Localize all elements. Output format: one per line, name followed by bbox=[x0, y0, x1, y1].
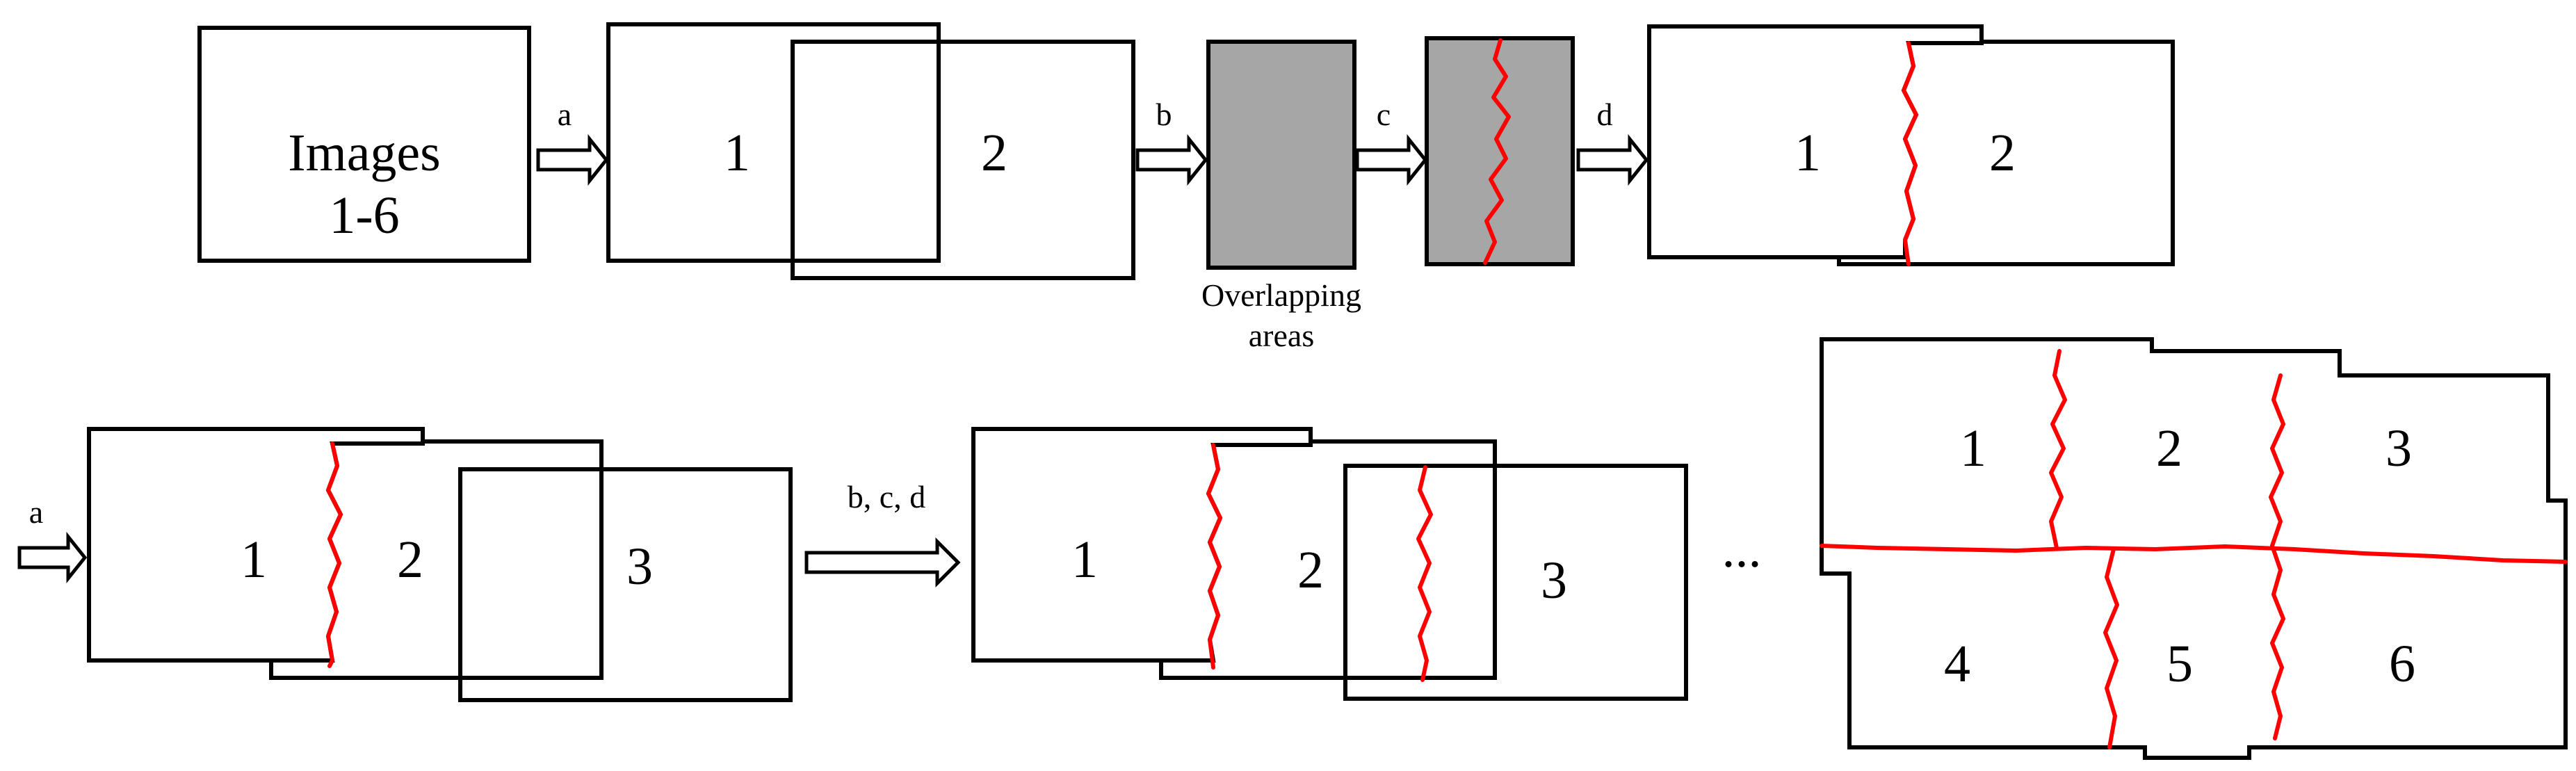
seam-line bbox=[1902, 41, 1918, 266]
arrow-right-icon bbox=[1135, 133, 1208, 186]
seam-line bbox=[2049, 349, 2067, 550]
tile-label-1: 1 bbox=[1960, 419, 1986, 478]
images-input-box: Images 1-6 bbox=[197, 26, 531, 263]
tile-label-3: 3 bbox=[1541, 551, 1567, 610]
step-label-d: d bbox=[1597, 97, 1613, 132]
stitched-frame-3 bbox=[1343, 464, 1688, 701]
tile-label-2: 2 bbox=[1297, 541, 1324, 599]
tile-label-3: 3 bbox=[2385, 419, 2412, 478]
image-frame-3 bbox=[458, 467, 793, 702]
arrow-right-icon bbox=[536, 133, 609, 186]
tile-label-6: 6 bbox=[2389, 635, 2415, 693]
six-image-mosaic: 1 2 3 4 5 6 bbox=[1820, 337, 2568, 760]
step-label-a-bottom: a bbox=[29, 494, 43, 530]
seam-line bbox=[1483, 38, 1511, 265]
seam-line bbox=[2103, 547, 2119, 749]
overlap-caption-line2: areas bbox=[1249, 318, 1314, 353]
overlap-pair-images: 1 2 bbox=[606, 22, 1135, 280]
tile-label-1: 1 bbox=[724, 124, 750, 182]
stitched-frame-1 bbox=[971, 427, 1313, 663]
images-box-line1: Images bbox=[288, 124, 440, 182]
tile-label-1: 1 bbox=[1071, 530, 1098, 589]
stitched-pair: 1 2 bbox=[1647, 24, 2175, 266]
tile-label-4: 4 bbox=[1944, 635, 1970, 693]
tile-label-1: 1 bbox=[241, 530, 267, 589]
ellipsis: ... bbox=[1722, 520, 1762, 578]
step-label-c: c bbox=[1377, 97, 1391, 132]
horizontal-seam bbox=[1820, 544, 2568, 564]
image-frame-1 bbox=[606, 22, 941, 263]
tile-label-1: 1 bbox=[1795, 124, 1821, 182]
seam-line bbox=[1206, 443, 1222, 669]
tile-label-3: 3 bbox=[626, 537, 653, 596]
images-box-line2: 1-6 bbox=[329, 186, 399, 245]
three-image-stitched: 1 2 3 bbox=[971, 427, 1688, 701]
arrow-right-icon bbox=[1576, 133, 1649, 186]
arrow-right-icon bbox=[1355, 133, 1428, 186]
step-label-bcd: b, c, d bbox=[848, 479, 925, 514]
tile-label-2: 2 bbox=[397, 530, 423, 589]
tile-label-2: 2 bbox=[1989, 124, 2016, 182]
tile-label-5: 5 bbox=[2166, 635, 2193, 693]
overlap-area-seam-box bbox=[1425, 36, 1575, 266]
arrow-right-icon bbox=[17, 531, 88, 584]
seam-line bbox=[1416, 465, 1433, 682]
three-image-overlap: 1 2 3 bbox=[87, 427, 793, 702]
overlap-area-with-seam bbox=[1425, 36, 1575, 266]
tile-label-2: 2 bbox=[981, 124, 1007, 182]
seam-line bbox=[2269, 373, 2285, 740]
tile-label-2: 2 bbox=[2156, 419, 2182, 478]
step-label-b: b bbox=[1156, 97, 1172, 132]
step-label-a-top: a bbox=[558, 97, 572, 132]
images-box-frame bbox=[197, 26, 531, 263]
arrow-right-icon bbox=[804, 537, 961, 588]
overlap-area-box bbox=[1206, 40, 1356, 270]
overlap-caption-line1: Overlapping bbox=[1201, 277, 1361, 313]
seam-line bbox=[326, 441, 343, 668]
image-frame-2 bbox=[791, 40, 1135, 280]
